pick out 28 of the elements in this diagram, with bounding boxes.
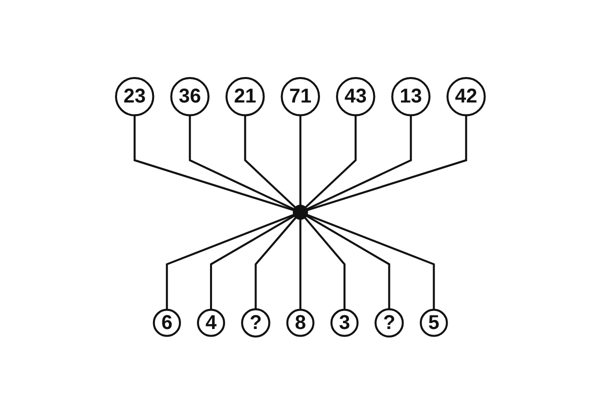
node-circle: 6 <box>152 308 181 337</box>
node-circle: 13 <box>390 77 430 116</box>
node-circle: 43 <box>336 77 375 116</box>
connector <box>304 217 346 310</box>
connector <box>254 216 296 310</box>
node-circle: 36 <box>170 77 210 116</box>
node-circle: 4 <box>196 308 225 337</box>
node-circle: 3 <box>330 308 358 337</box>
node-circle: 71 <box>280 77 320 116</box>
node-circle: 23 <box>114 77 154 116</box>
connector <box>306 214 390 310</box>
connector <box>306 115 412 210</box>
node-circle: ? <box>240 308 270 338</box>
connector <box>244 115 296 208</box>
node-circle: 21 <box>225 77 264 116</box>
connector <box>306 115 467 212</box>
connector <box>188 115 294 210</box>
connector <box>304 115 356 208</box>
connector <box>299 219 301 310</box>
node-circle: 42 <box>446 77 486 116</box>
connector <box>306 214 434 310</box>
node-circle: 8 <box>286 308 314 337</box>
node-circle: 5 <box>419 308 448 337</box>
connector <box>166 214 294 310</box>
node-circle: ? <box>374 308 404 338</box>
connector <box>299 115 301 206</box>
connector <box>133 115 294 212</box>
connector <box>210 214 294 310</box>
